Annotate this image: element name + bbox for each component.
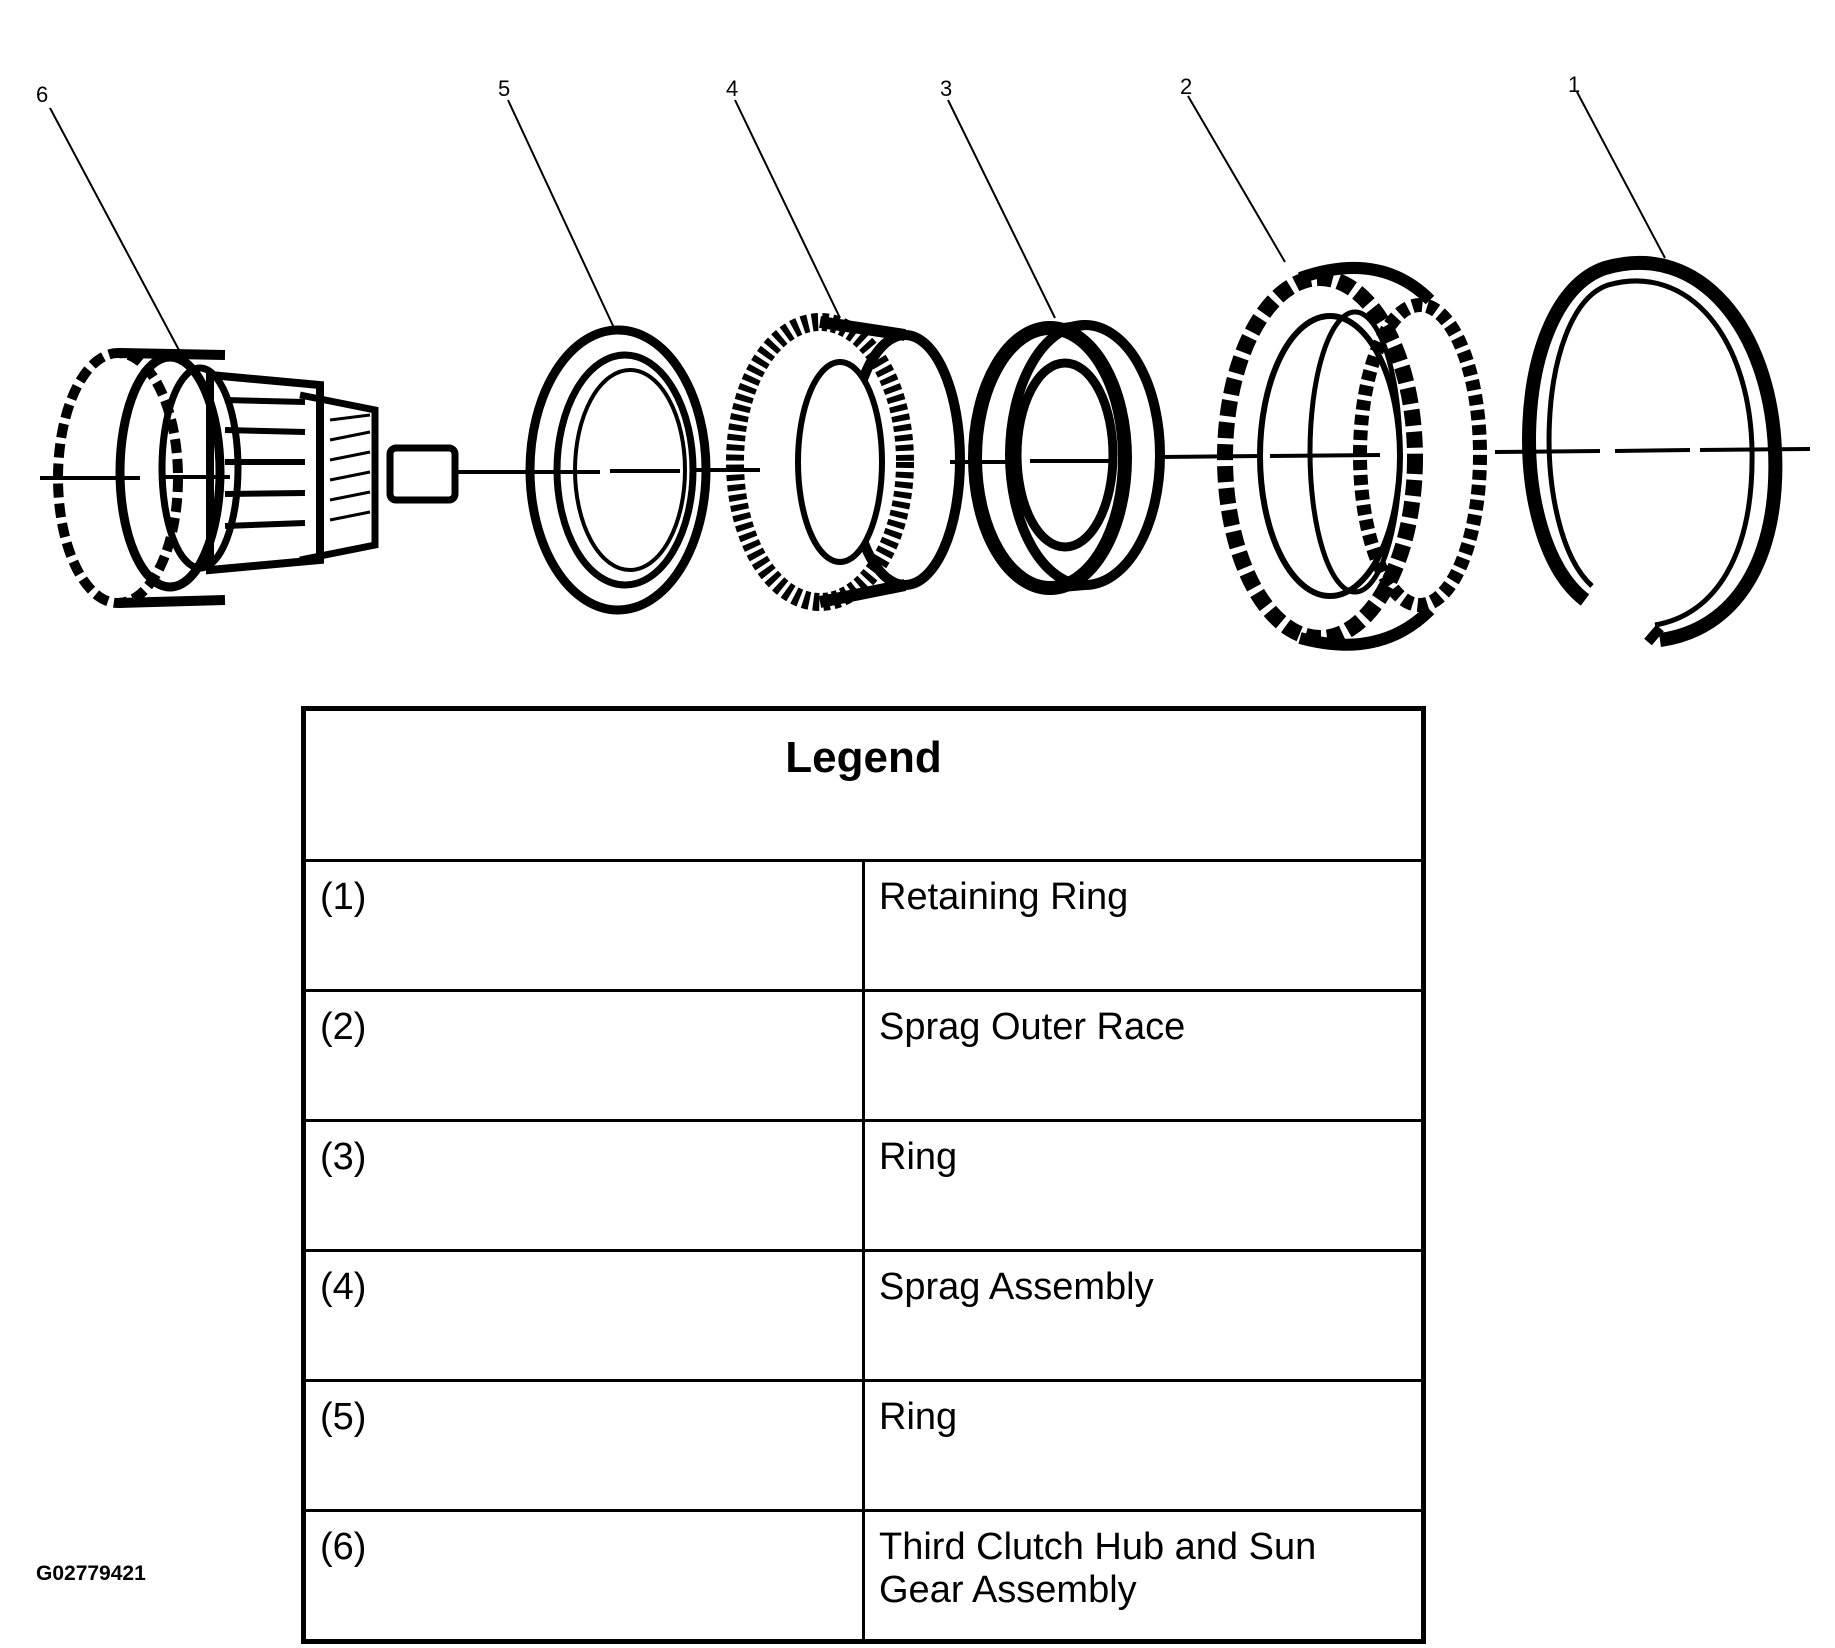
exploded-parts-diagram: 1 2 3 4 5 6 [36,72,1811,651]
legend-row: (6) Third Clutch Hub and Sun Gear Assemb… [302,1509,1425,1643]
callout-4: 4 [726,76,738,101]
leader-lines [49,91,1666,353]
legend-table: Legend (1) Retaining Ring (2) Sprag Oute… [301,706,1426,1644]
legend-row: (1) Retaining Ring [302,859,1425,992]
legend-row-description: Ring [862,1119,1425,1252]
legend-row-description: Third Clutch Hub and Sun Gear Assembly [862,1509,1425,1643]
legend-row-description: Retaining Ring [862,859,1425,992]
legend-row-number: (5) [302,1379,865,1512]
callout-5: 5 [498,76,510,101]
part-3-ring [968,320,1165,595]
part-1-retaining-ring [1522,255,1783,647]
legend-row-description: Sprag Assembly [862,1249,1425,1382]
legend-row-description: Ring [862,1379,1425,1512]
callout-6: 6 [36,82,48,107]
legend-row: (4) Sprag Assembly [302,1249,1425,1382]
part-6-hub-sun-gear [53,348,459,608]
legend-row: (2) Sprag Outer Race [302,989,1425,1122]
callout-3: 3 [940,76,952,101]
legend-row: (5) Ring [302,1379,1425,1512]
part-4-sprag-assembly [726,313,965,611]
center-axis-line [40,447,1811,480]
callout-numbers: 1 2 3 4 5 6 [36,72,1580,107]
legend-row-number: (2) [302,989,865,1122]
legend-row: (3) Ring [302,1119,1425,1252]
legend-row-description: Sprag Outer Race [862,989,1425,1122]
part-2-sprag-outer-race [1217,262,1487,651]
figure-id: G02779421 [36,1562,146,1585]
part-5-ring [525,325,711,615]
callout-1: 1 [1568,72,1580,97]
legend-row-number: (3) [302,1119,865,1252]
legend-title: Legend [302,707,1425,862]
callout-2: 2 [1180,74,1192,99]
legend-row-number: (1) [302,859,865,992]
legend-row-number: (6) [302,1509,865,1643]
legend-row-number: (4) [302,1249,865,1382]
